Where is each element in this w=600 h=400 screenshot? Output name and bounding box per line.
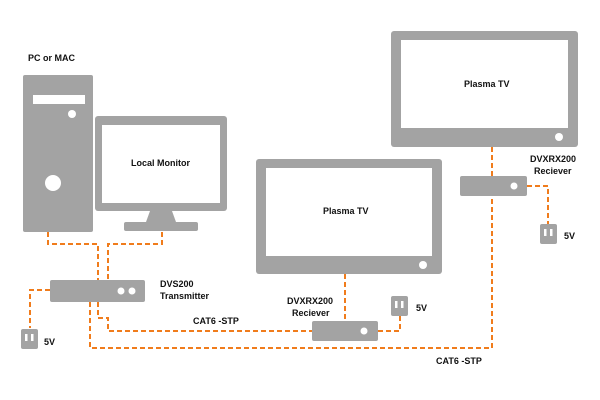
plasma-tv-2	[391, 31, 578, 147]
plasma-tv-1-power-light	[419, 261, 427, 269]
receiver-2-label-line1: DVXRX200	[530, 154, 576, 164]
transmitter-power-cable	[29, 289, 50, 328]
transmitter-label-line2: Transmitter	[160, 291, 210, 301]
receiver-2-power-outlet-icon	[540, 224, 557, 244]
cat6-cable-2-label: CAT6 -STP	[436, 356, 482, 366]
receiver-1-label-line2: Reciever	[292, 308, 330, 318]
pc-drive-bay	[33, 95, 85, 104]
transmitter-power-label: 5V	[44, 337, 55, 347]
pc-tower	[23, 75, 93, 232]
transmitter-power-outlet-icon	[21, 329, 38, 349]
plasma-tv-2-power-light	[555, 133, 563, 141]
receiver-1-power-label: 5V	[416, 303, 427, 313]
local-monitor-stand	[146, 211, 176, 222]
receiver-1-box	[312, 321, 378, 341]
plasma-tv-1-label: Plasma TV	[323, 206, 369, 216]
monitor-to-transmitter-cable	[107, 232, 163, 280]
transmitter-box	[50, 280, 145, 302]
local-monitor-screen	[102, 125, 220, 203]
transmitter-port-2	[128, 287, 136, 295]
transmitter-label-line1: DVS200	[160, 279, 194, 289]
plasma-tv-1	[256, 159, 442, 274]
receiver-1-power-outlet-icon	[391, 296, 408, 316]
receiver-2-box	[460, 176, 527, 196]
pc-indicator-light	[68, 110, 76, 118]
cat6-cable-to-receiver-2	[89, 196, 493, 349]
cat6-cable-to-receiver-1	[97, 302, 314, 332]
receiver-1-label-line1: DVXRX200	[287, 296, 333, 306]
receiver-1-port	[360, 327, 368, 335]
receiver-1-power-cable	[378, 316, 401, 332]
local-monitor-base	[124, 222, 198, 231]
transmitter-port-1	[117, 287, 125, 295]
local-monitor-label: Local Monitor	[131, 158, 190, 168]
receiver-2-label-line2: Reciever	[534, 166, 572, 176]
receiver-2-power-label: 5V	[564, 231, 575, 241]
local-monitor	[95, 116, 227, 231]
cables	[29, 147, 549, 349]
cat6-cable-1-label: CAT6 -STP	[193, 316, 239, 326]
plasma-tv-1-screen	[266, 168, 432, 256]
receiver-2-power-cable	[527, 185, 549, 224]
plasma-tv-2-screen	[401, 40, 568, 128]
pc-to-transmitter-cable	[47, 232, 99, 280]
plasma-tv-2-label: Plasma TV	[464, 79, 510, 89]
pc-label: PC or MAC	[28, 53, 76, 63]
receiver-2-port	[510, 182, 518, 190]
pc-power-button	[45, 175, 61, 191]
